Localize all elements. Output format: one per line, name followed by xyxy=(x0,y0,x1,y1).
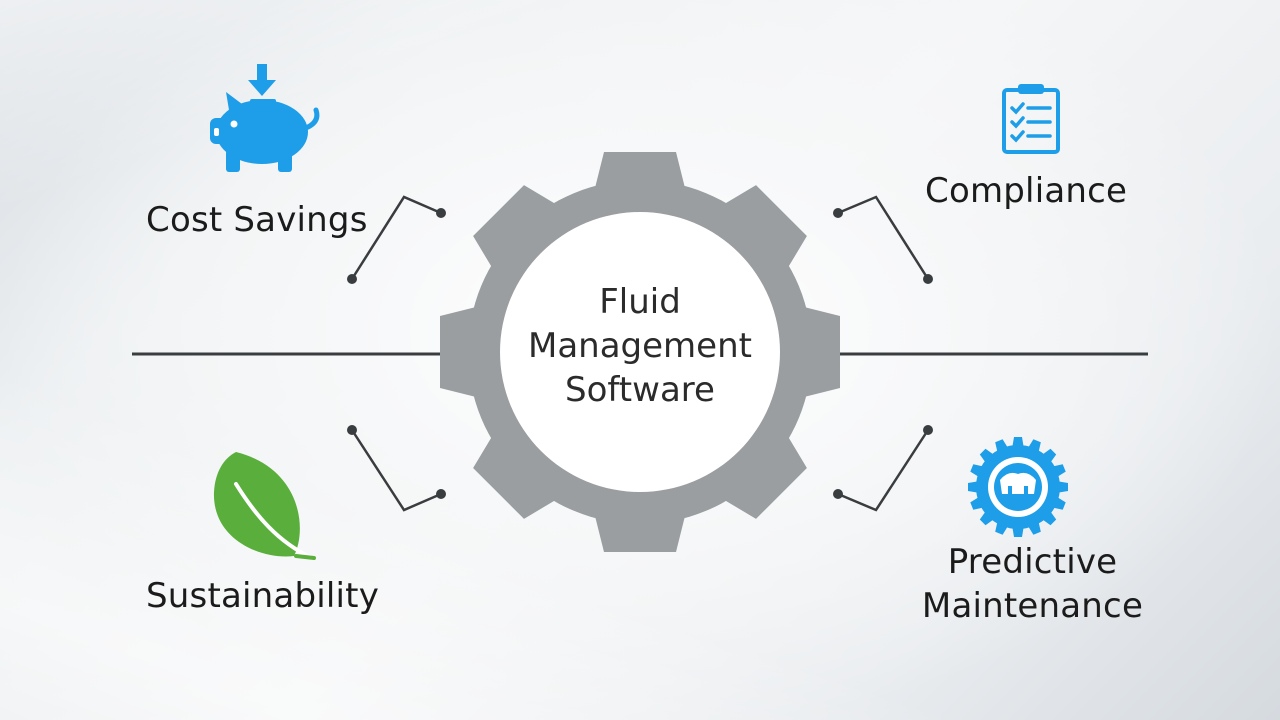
predictive-maintenance-label-line: Maintenance xyxy=(921,586,1144,626)
predictive-maintenance-label-line: Predictive xyxy=(947,542,1118,582)
gear-tooth xyxy=(720,185,807,272)
gear-tooth xyxy=(473,185,560,272)
connector-dot xyxy=(436,208,446,218)
center-title: Fluid Management Software xyxy=(500,280,780,412)
gear-badge-icon xyxy=(968,437,1068,537)
badge-gear-tooth xyxy=(1040,448,1057,465)
center-title-line: Software xyxy=(565,370,715,410)
connector-predictive-maintenance xyxy=(837,429,930,512)
badge-gear-tooth xyxy=(979,509,996,526)
center-title-line: Management xyxy=(528,326,752,366)
connector-dot xyxy=(833,208,843,218)
piggy-bank-icon xyxy=(210,64,320,172)
sustainability-label: Sustainability xyxy=(146,576,380,616)
connector-dot xyxy=(923,425,933,435)
connector-sustainability xyxy=(350,429,442,512)
connector-dot xyxy=(347,274,357,284)
connector-dot xyxy=(833,489,843,499)
badge-gear-tooth xyxy=(1040,509,1057,526)
connector-compliance xyxy=(837,195,930,280)
cost-savings-label: Cost Savings xyxy=(146,200,368,240)
connector-cost-savings xyxy=(350,195,442,280)
badge-gear-tooth xyxy=(979,448,996,465)
central-gear xyxy=(440,152,840,552)
connector-dot xyxy=(923,274,933,284)
gear-tooth xyxy=(720,432,807,519)
leaf-icon xyxy=(213,452,316,560)
predictive-maintenance-label: Predictive Maintenance xyxy=(920,540,1145,628)
compliance-label: Compliance xyxy=(925,171,1128,211)
clipboard-checklist-icon xyxy=(1002,84,1060,154)
connector-dot xyxy=(347,425,357,435)
center-title-line: Fluid xyxy=(599,282,681,322)
connector-dot xyxy=(436,489,446,499)
gear-tooth xyxy=(473,432,560,519)
